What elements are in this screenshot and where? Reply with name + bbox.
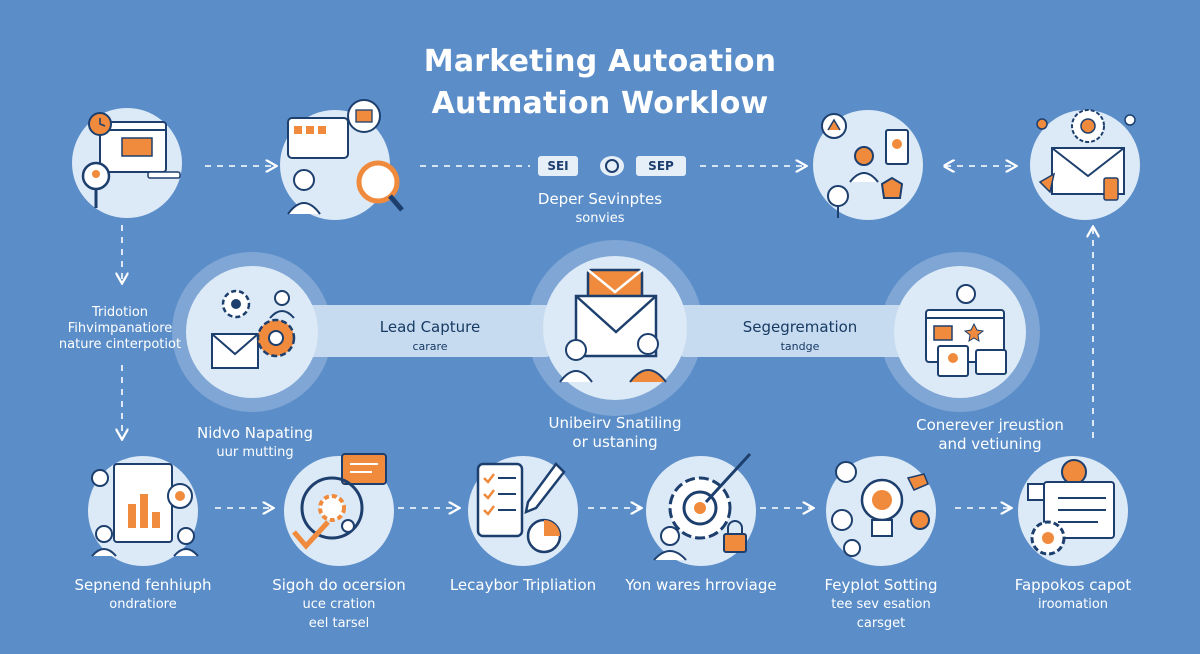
- lead-capture-label: Lead Capture carare: [340, 318, 520, 356]
- left-label-2-line2: uur mutting: [216, 445, 294, 460]
- step2-line2: uce cration: [302, 597, 376, 612]
- target-check-icon: [292, 453, 387, 550]
- top-center-label-line1: Deper Sevinptes: [537, 190, 663, 208]
- report-settings-icon: [1027, 459, 1115, 556]
- step5-line2: tee sev esation: [831, 597, 931, 612]
- email-settings-icon: [1036, 109, 1136, 201]
- left-label-2: Nidvo Napating uur mutting: [170, 424, 340, 462]
- analytics-browser-icon: [81, 112, 181, 208]
- right-label: Conerever jreustion and vetiuning: [880, 416, 1100, 454]
- gear-lock-icon: [653, 452, 752, 561]
- title-line-2: Autmation Worklow: [431, 86, 769, 121]
- segmentation-title: Segegremation: [742, 318, 858, 336]
- left-label-1: Tridotion Fihvimpanatiore nature cinterp…: [10, 305, 230, 353]
- left-label-1-line3: nature cinterpotiot: [58, 337, 182, 352]
- top-center-label: Deper Sevinptes sonvies: [470, 190, 730, 228]
- step3-line1: Lecaybor Tripliation: [449, 576, 597, 594]
- checklist-pen-icon: [476, 462, 566, 554]
- title-line-1: Marketing Autoation: [423, 44, 777, 79]
- step2-label: Sigoh do ocersion uce cration eel tarsel: [244, 576, 434, 633]
- step2-line1: Sigoh do ocersion: [272, 576, 406, 594]
- node-lead-capture: [186, 266, 318, 398]
- left-label-1-line1: Tridotion: [91, 305, 149, 320]
- center-label: Unibeirv Snatiling or ustaning: [500, 414, 730, 452]
- step6-line2: iroomation: [1037, 597, 1109, 612]
- step1-line2: ondratiore: [109, 597, 177, 612]
- segmentation-sub: tandge: [780, 340, 820, 353]
- workflow-chart-icon: [91, 463, 199, 557]
- step1-label: Sepnend fenhiuph ondratiore: [48, 576, 238, 614]
- step5-label: Feyplot Sotting tee sev esation carsget: [786, 576, 976, 633]
- left-label-2-line1: Nidvo Napating: [197, 424, 313, 442]
- step5-line3: carsget: [856, 616, 906, 631]
- center-label-line1: Unibeirv Snatiling: [548, 414, 682, 432]
- ring-icon: [605, 159, 619, 173]
- lead-capture-sub: carare: [412, 340, 448, 353]
- step1-line1: Sepnend fenhiuph: [74, 576, 212, 594]
- lightbulb-idea-icon: [831, 461, 930, 557]
- step5-line1: Feyplot Sotting: [824, 576, 938, 594]
- step4-label: Yon wares hrroviage: [606, 576, 796, 595]
- band-right: [680, 305, 910, 357]
- pill-sep: SEP: [636, 156, 686, 176]
- segmentation-label: Segegremation tandge: [710, 318, 890, 356]
- right-label-line1: Conerever jreustion: [916, 416, 1064, 434]
- step2-line3: eel tarsel: [308, 616, 370, 631]
- lead-capture-title: Lead Capture: [379, 318, 481, 336]
- step3-label: Lecaybor Tripliation: [428, 576, 618, 595]
- team-puzzle-icon: [821, 113, 909, 218]
- step4-line1: Yon wares hrroviage: [625, 576, 777, 594]
- email-campaign-icon: [559, 268, 667, 383]
- pill-circle: [600, 156, 624, 176]
- left-label-1-line2: Fihvimpanatiore: [67, 321, 173, 336]
- step6-line1: Fappokos capot: [1014, 576, 1132, 594]
- right-label-line2: and vetiuning: [938, 435, 1042, 453]
- center-label-line2: or ustaning: [572, 433, 658, 451]
- step6-label: Fappokos capot iroomation: [978, 576, 1168, 614]
- band-left: [300, 305, 550, 357]
- profile-cards-icon: [925, 284, 1007, 377]
- top-center-label-line2: sonvies: [575, 211, 625, 226]
- pill-sei: SEI: [538, 156, 578, 176]
- content-search-icon: [287, 99, 404, 215]
- gear-email-icon: [211, 289, 296, 369]
